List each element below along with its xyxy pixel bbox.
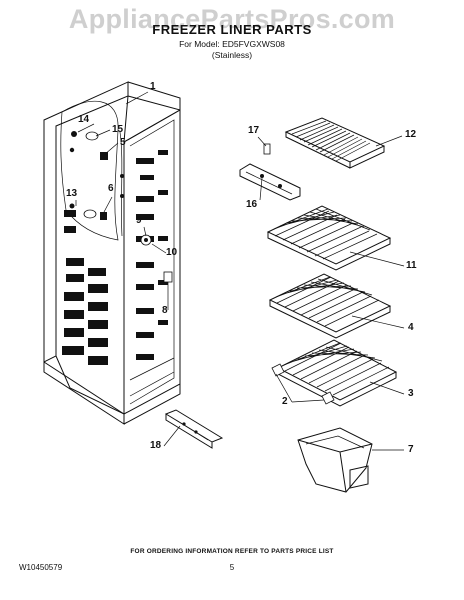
document-id: W10450579 bbox=[19, 563, 63, 572]
callout-1: 1 bbox=[150, 81, 156, 92]
callout-4: 4 bbox=[408, 322, 414, 333]
callout-18: 18 bbox=[150, 440, 162, 451]
callout-17: 17 bbox=[248, 125, 260, 136]
callout-leaders bbox=[75, 91, 405, 451]
callout-7: 7 bbox=[408, 444, 414, 455]
callout-3: 3 bbox=[408, 388, 414, 399]
callout-16: 16 bbox=[246, 199, 258, 210]
wire-shelf-3 bbox=[271, 339, 398, 407]
shelf-12 bbox=[284, 117, 386, 169]
callout-2: 2 bbox=[282, 396, 288, 407]
callout-11: 11 bbox=[406, 260, 417, 271]
callout-13: 13 bbox=[66, 188, 78, 199]
shelf-bracket bbox=[239, 143, 301, 201]
wire-shelf-4 bbox=[268, 273, 392, 339]
callout-5: 5 bbox=[120, 137, 126, 148]
site-watermark: AppliancePartsPros.com bbox=[68, 4, 396, 34]
page-number: 5 bbox=[229, 563, 235, 572]
callout-9: 9 bbox=[136, 215, 142, 226]
liner-fasteners bbox=[69, 131, 173, 283]
callout-6: 6 bbox=[108, 183, 114, 194]
callout-14: 14 bbox=[78, 114, 90, 125]
callout-15: 15 bbox=[112, 124, 124, 135]
freezer-bin-7 bbox=[297, 427, 373, 493]
model-line: For Model: ED5FVGXWS08 bbox=[179, 39, 285, 49]
variant-line: (Stainless) bbox=[211, 50, 253, 60]
page-title: FREEZER LINER PARTS bbox=[152, 22, 312, 37]
freezer-liner bbox=[43, 81, 181, 425]
wire-shelf-11 bbox=[266, 205, 392, 271]
ordering-note: FOR ORDERING INFORMATION REFER TO PARTS … bbox=[130, 548, 334, 555]
bin-rail-18 bbox=[164, 409, 224, 449]
callout-8: 8 bbox=[162, 305, 168, 316]
side-wall-slots bbox=[136, 150, 168, 360]
callout-10: 10 bbox=[166, 247, 178, 258]
back-wall-slots bbox=[62, 210, 108, 365]
callout-12: 12 bbox=[405, 129, 417, 140]
